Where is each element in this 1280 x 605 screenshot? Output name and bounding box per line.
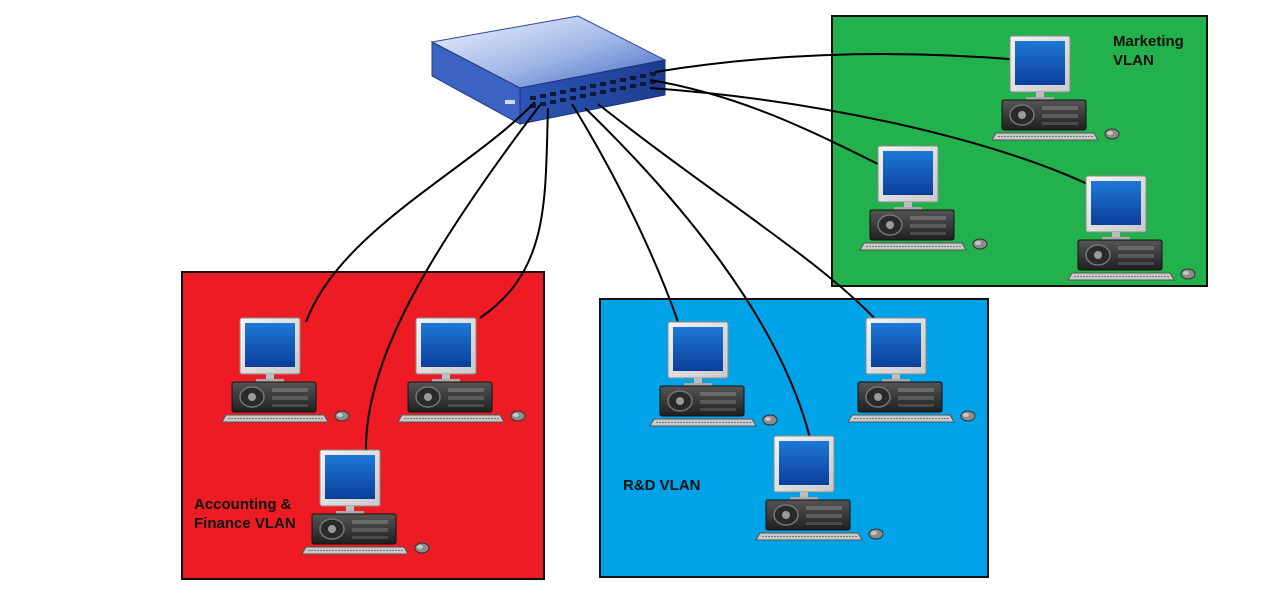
cable-marketing-2 (649, 79, 891, 171)
network-cables (305, 52, 1101, 451)
cable-rnd-2 (584, 107, 811, 439)
cable-marketing-1 (654, 52, 1023, 73)
cable-rnd-3 (597, 103, 879, 323)
vlan-label-accounting: Accounting & Finance VLAN (194, 496, 296, 532)
vlan-label-rnd: R&D VLAN (623, 477, 701, 494)
cable-rnd-1 (571, 103, 679, 323)
vlan-label-marketing: Marketing VLAN (1113, 33, 1184, 69)
network-switch-icon (430, 15, 667, 125)
cable-marketing-3 (649, 87, 1101, 191)
cable-accounting-1 (305, 101, 536, 323)
cable-accounting-3 (479, 107, 549, 319)
cable-accounting-2 (364, 104, 541, 451)
